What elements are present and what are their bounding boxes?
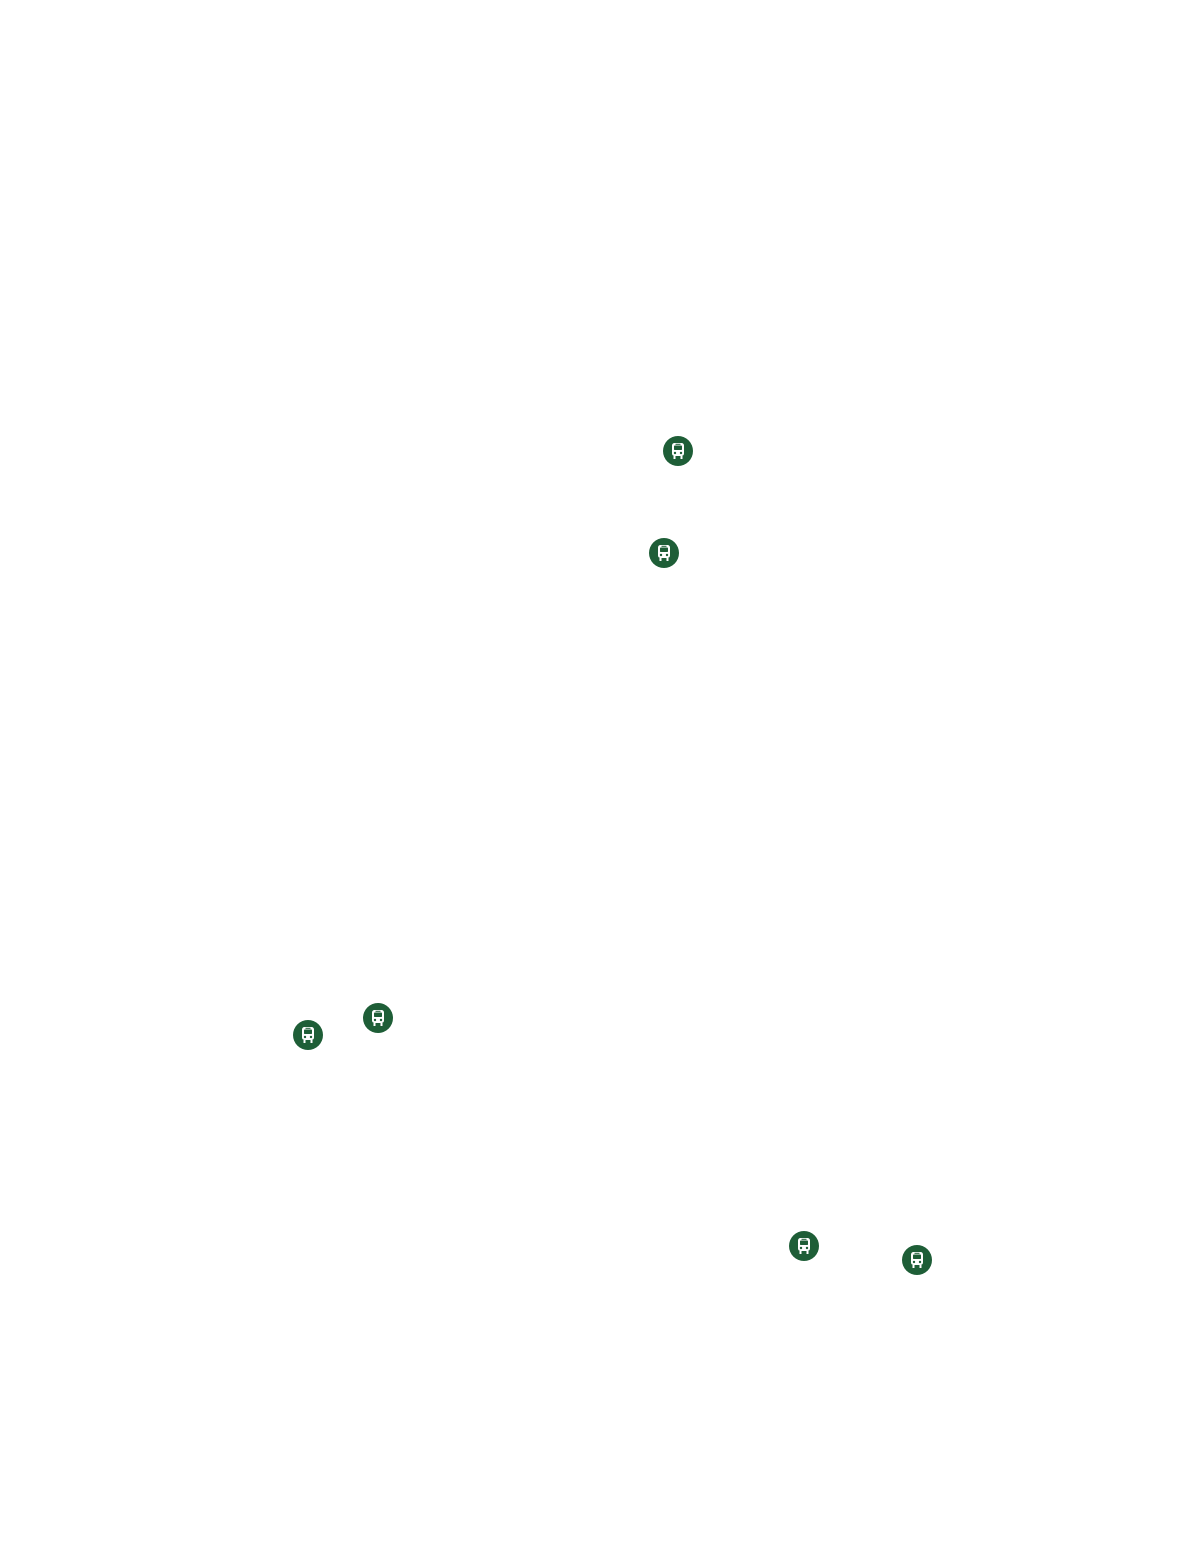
- train-icon: [372, 1010, 384, 1026]
- train-icon: [658, 545, 670, 561]
- train-icon: [672, 443, 684, 459]
- transit-station-marker[interactable]: [902, 1245, 932, 1275]
- train-icon: [302, 1027, 314, 1043]
- transit-station-marker[interactable]: [649, 538, 679, 568]
- train-icon: [911, 1252, 923, 1268]
- transit-station-marker[interactable]: [293, 1020, 323, 1050]
- train-icon: [798, 1238, 810, 1254]
- transit-station-marker[interactable]: [363, 1003, 393, 1033]
- transit-station-marker[interactable]: [663, 436, 693, 466]
- transit-station-marker[interactable]: [789, 1231, 819, 1261]
